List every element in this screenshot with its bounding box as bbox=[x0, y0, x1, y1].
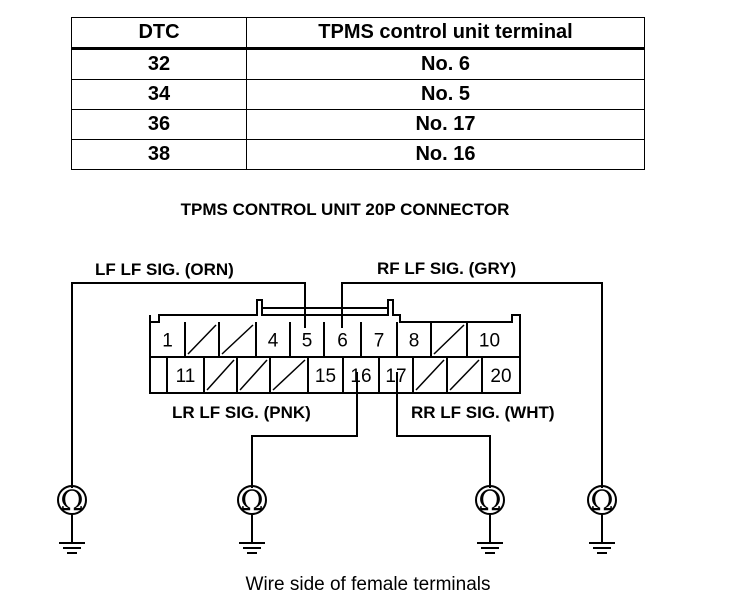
pin-number: 8 bbox=[409, 331, 420, 352]
dtc-cell: 38 bbox=[71, 139, 247, 170]
terminal-cell: No. 6 bbox=[246, 48, 645, 80]
pin-number: 16 bbox=[350, 366, 371, 387]
unused-pin-slash bbox=[449, 359, 480, 391]
unused-pin-slash bbox=[187, 324, 217, 355]
ground-icon bbox=[477, 514, 503, 554]
pin-number: 15 bbox=[315, 366, 336, 387]
pin-number: 4 bbox=[268, 331, 279, 352]
unused-pin-slash bbox=[239, 359, 268, 391]
header-terminal: TPMS control unit terminal bbox=[246, 17, 645, 49]
ohm-symbol: Ω bbox=[590, 484, 613, 517]
terminal-cell: No. 17 bbox=[246, 109, 645, 140]
lr-signal-label: LR LF SIG. (PNK) bbox=[172, 403, 311, 422]
table-header-row: DTC TPMS control unit terminal bbox=[71, 17, 645, 49]
connector-title: TPMS CONTROL UNIT 20P CONNECTOR bbox=[181, 200, 510, 219]
table-row: 34 No. 5 bbox=[71, 79, 645, 110]
unused-pin-slash bbox=[221, 324, 254, 355]
pin-number: 5 bbox=[302, 331, 313, 352]
unused-pin-slash bbox=[415, 359, 445, 391]
lf-wire bbox=[71, 282, 306, 488]
lr-wire bbox=[251, 372, 358, 488]
ohm-symbol: Ω bbox=[240, 484, 263, 517]
pin-number: 6 bbox=[337, 331, 348, 352]
lf-signal-label: LF LF SIG. (ORN) bbox=[95, 260, 234, 279]
table-row: 38 No. 16 bbox=[71, 139, 645, 170]
rr-wire bbox=[396, 372, 491, 488]
dtc-table: DTC TPMS control unit terminal 32 No. 6 … bbox=[71, 17, 645, 170]
header-dtc: DTC bbox=[71, 17, 247, 49]
probe-wires bbox=[71, 282, 603, 488]
rf-wire bbox=[341, 282, 603, 488]
ohm-meter-icon: Ω bbox=[475, 484, 505, 554]
dtc-cell: 36 bbox=[71, 109, 247, 140]
ohm-symbol: Ω bbox=[478, 484, 501, 517]
table-row: 36 No. 17 bbox=[71, 109, 645, 140]
ohm-meter-icon: Ω bbox=[57, 484, 87, 554]
terminal-cell: No. 16 bbox=[246, 139, 645, 170]
pin-number: 1 bbox=[162, 331, 173, 352]
caption: Wire side of female terminals bbox=[246, 574, 491, 595]
ground-icon bbox=[239, 514, 265, 554]
ground-icon bbox=[589, 514, 615, 554]
ohm-meter-icon: Ω bbox=[587, 484, 617, 554]
terminal-cell: No. 5 bbox=[246, 79, 645, 110]
unused-pin-slash bbox=[433, 324, 465, 355]
table-row: 32 No. 6 bbox=[71, 48, 645, 80]
unused-pin-slash bbox=[206, 359, 235, 391]
dtc-cell: 34 bbox=[71, 79, 247, 110]
rf-signal-label: RF LF SIG. (GRY) bbox=[377, 259, 516, 278]
ohm-meter-icon: Ω bbox=[237, 484, 267, 554]
ground-icon bbox=[59, 514, 85, 554]
rr-signal-label: RR LF SIG. (WHT) bbox=[411, 403, 555, 422]
ohm-symbol: Ω bbox=[60, 484, 83, 517]
pin-number: 10 bbox=[479, 331, 500, 352]
pin-number: 11 bbox=[176, 366, 196, 387]
pin-number: 20 bbox=[490, 366, 511, 387]
pin-number: 7 bbox=[374, 331, 385, 352]
connector-outline bbox=[149, 299, 521, 394]
connector-20p bbox=[149, 299, 521, 394]
dtc-cell: 32 bbox=[71, 48, 247, 80]
unused-pin-slash bbox=[272, 359, 306, 391]
